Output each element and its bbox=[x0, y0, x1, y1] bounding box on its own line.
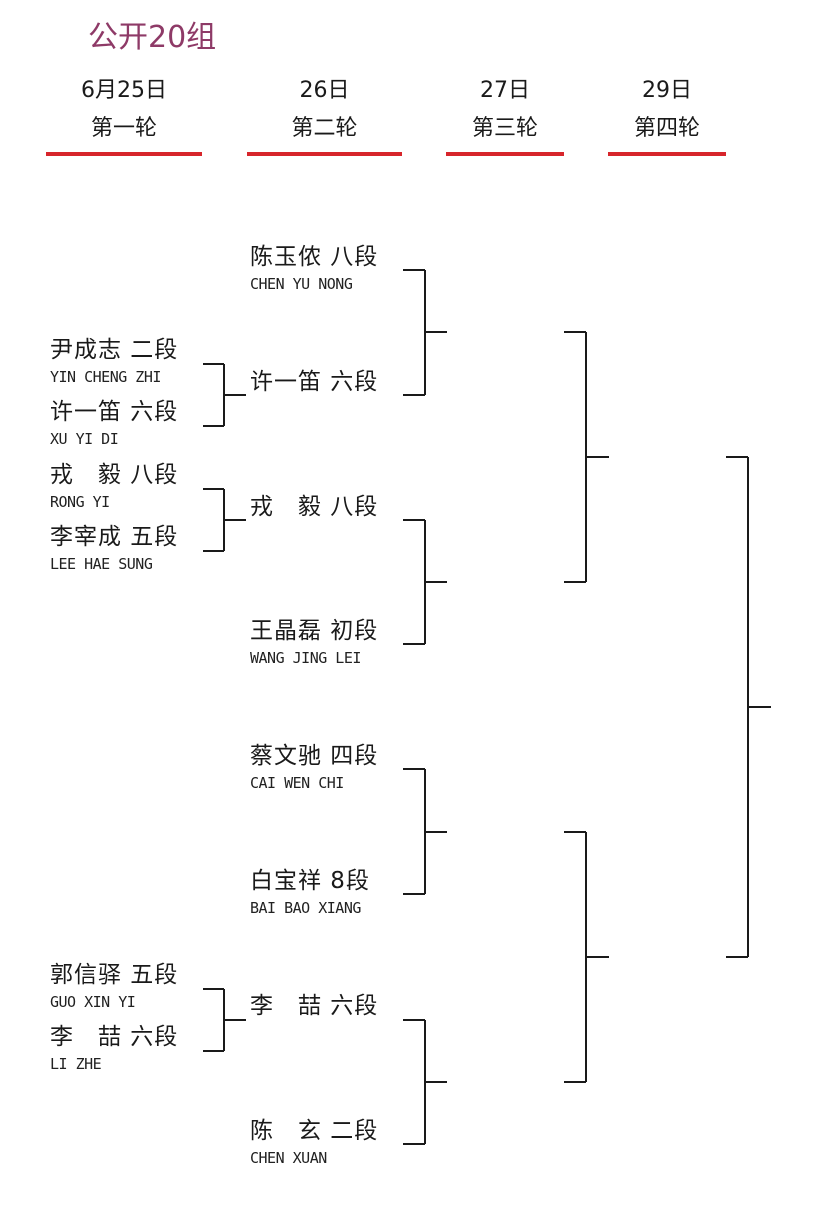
bracket-r1-b bbox=[203, 488, 246, 552]
round-date: 6月25日 bbox=[81, 78, 167, 103]
round-header-1: 6月25日 第一轮 bbox=[46, 72, 202, 156]
bracket-r2-b bbox=[403, 519, 447, 645]
bracket-r3-a bbox=[564, 331, 609, 583]
player-name-en: CHEN XUAN bbox=[250, 1149, 327, 1167]
round-header-3: 27日 第三轮 bbox=[446, 72, 564, 156]
player-name-cn: 郭信驿 五段 bbox=[50, 962, 179, 988]
round1-player: 尹成志 二段 YIN CHENG ZHI bbox=[50, 336, 178, 386]
bracket-r1-a bbox=[203, 363, 246, 427]
round-label: 第一轮 bbox=[90, 116, 157, 141]
player-name-cn: 许一笛 六段 bbox=[250, 369, 379, 395]
group-title: 公开20组 bbox=[88, 20, 217, 55]
round-underline bbox=[446, 152, 564, 156]
round-label: 第四轮 bbox=[633, 116, 700, 141]
player-name-en: GUO XIN YI bbox=[50, 993, 136, 1011]
round-underline bbox=[608, 152, 726, 156]
round2-player: 李 喆 六段 bbox=[250, 992, 378, 1024]
player-name-en: LI ZHE bbox=[50, 1055, 102, 1073]
bracket-r1-c bbox=[203, 988, 246, 1052]
round2-player: 戎 毅 八段 bbox=[250, 493, 378, 525]
player-name-cn: 蔡文驰 四段 bbox=[250, 743, 379, 769]
bracket-r2-c bbox=[403, 768, 447, 895]
player-name-cn: 白宝祥 8段 bbox=[250, 868, 370, 894]
player-name-cn: 许一笛 六段 bbox=[50, 399, 179, 425]
round-label: 第二轮 bbox=[291, 116, 358, 141]
bracket-r2-d bbox=[403, 1019, 447, 1145]
round1-player: 李宰成 五段 LEE HAE SUNG bbox=[50, 523, 178, 573]
player-name-cn: 陈玉侬 八段 bbox=[250, 244, 379, 270]
player-name-cn: 戎 毅 八段 bbox=[50, 462, 179, 488]
round2-player: 蔡文驰 四段 CAI WEN CHI bbox=[250, 742, 378, 792]
player-name-en: YIN CHENG ZHI bbox=[50, 368, 161, 386]
player-name-en: BAI BAO XIANG bbox=[250, 899, 361, 917]
player-name-cn: 李宰成 五段 bbox=[50, 524, 179, 550]
player-name-cn: 王晶磊 初段 bbox=[250, 618, 379, 644]
bracket-r4 bbox=[726, 456, 771, 958]
player-name-en: RONG YI bbox=[50, 493, 110, 511]
bracket-r2-a bbox=[403, 269, 447, 396]
round-date: 29日 bbox=[642, 78, 692, 103]
player-name-cn: 李 喆 六段 bbox=[250, 993, 379, 1019]
round2-player: 许一笛 六段 bbox=[250, 368, 378, 400]
player-name-en: WANG JING LEI bbox=[250, 649, 361, 667]
round-date: 26日 bbox=[299, 78, 350, 103]
player-name-cn: 戎 毅 八段 bbox=[250, 494, 379, 520]
round1-player: 戎 毅 八段 RONG YI bbox=[50, 461, 178, 511]
player-name-cn: 尹成志 二段 bbox=[50, 337, 179, 363]
player-name-cn: 陈 玄 二段 bbox=[250, 1118, 379, 1144]
round1-player: 郭信驿 五段 GUO XIN YI bbox=[50, 961, 178, 1011]
player-name-en: LEE HAE SUNG bbox=[50, 555, 153, 573]
round2-player: 白宝祥 8段 BAI BAO XIANG bbox=[250, 867, 370, 917]
round1-player: 许一笛 六段 XU YI DI bbox=[50, 398, 178, 448]
round2-player: 陈玉侬 八段 CHEN YU NONG bbox=[250, 243, 378, 293]
round-date: 27日 bbox=[480, 78, 530, 103]
round-underline bbox=[46, 152, 202, 156]
player-name-cn: 李 喆 六段 bbox=[50, 1024, 179, 1050]
round-header-2: 26日 第二轮 bbox=[247, 72, 402, 156]
player-name-en: CHEN YU NONG bbox=[250, 275, 353, 293]
round-label: 第三轮 bbox=[471, 116, 538, 141]
bracket-r3-b bbox=[564, 831, 609, 1083]
round1-player: 李 喆 六段 LI ZHE bbox=[50, 1023, 178, 1073]
round-underline bbox=[247, 152, 402, 156]
player-name-en: XU YI DI bbox=[50, 430, 119, 448]
player-name-en: CAI WEN CHI bbox=[250, 774, 344, 792]
round-header-4: 29日 第四轮 bbox=[608, 72, 726, 156]
round2-player: 陈 玄 二段 CHEN XUAN bbox=[250, 1117, 378, 1167]
round2-player: 王晶磊 初段 WANG JING LEI bbox=[250, 617, 378, 667]
